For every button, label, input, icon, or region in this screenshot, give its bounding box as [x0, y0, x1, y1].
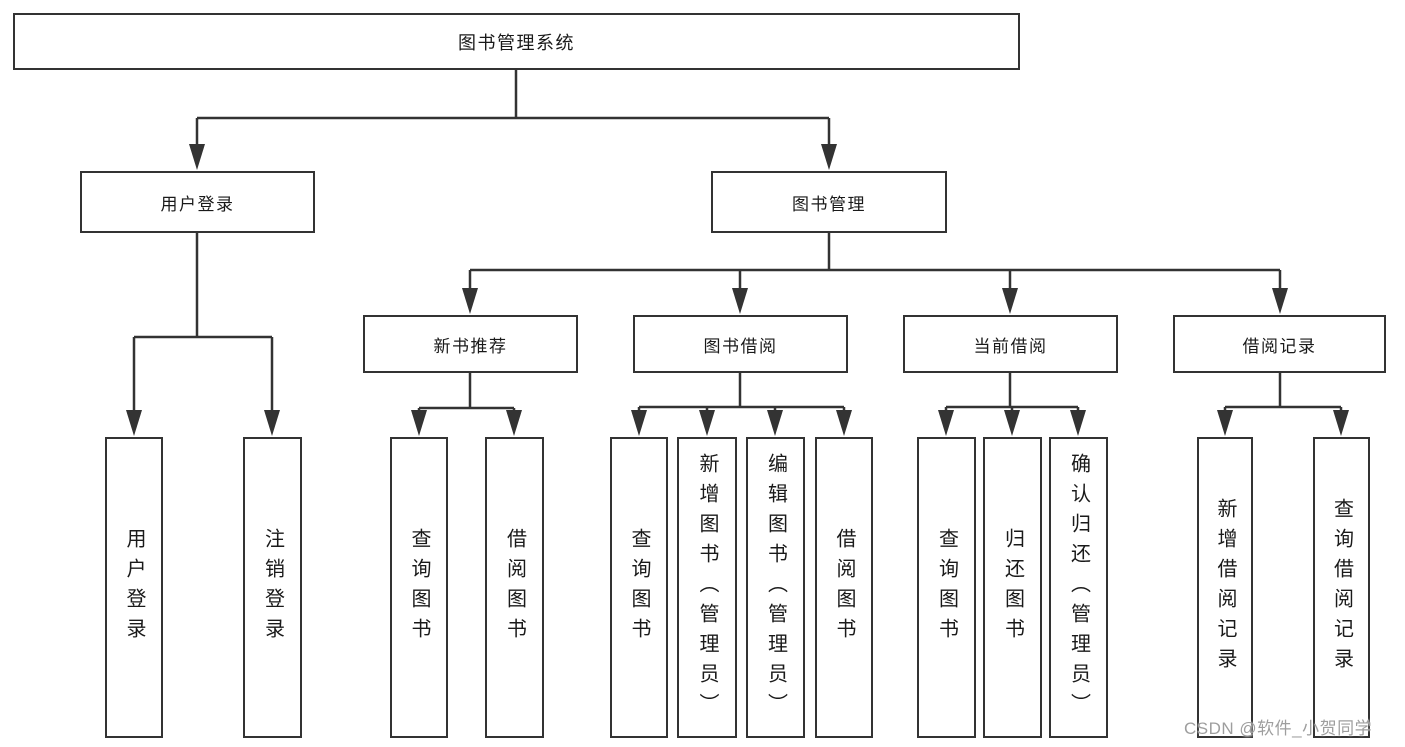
csdn-watermark: CSDN @软件_小贺同学	[1184, 719, 1373, 738]
node-current-borrowing: 当前借阅	[903, 315, 1118, 373]
leaf-query-books-current: 查询图书	[917, 437, 976, 738]
leaf-add-books-admin: 新增图书（管理员）	[677, 437, 737, 738]
leaf-borrow-books-recommendation: 借阅图书	[485, 437, 544, 738]
leaf-edit-books-admin: 编辑图书（管理员）	[746, 437, 805, 738]
leaf-confirm-return-admin: 确认归还（管理员）	[1049, 437, 1108, 738]
leaf-query-books-borrowing: 查询图书	[610, 437, 668, 738]
leaf-query-books-recommendation: 查询图书	[390, 437, 448, 738]
leaf-logout: 注销登录	[243, 437, 302, 738]
leaf-add-borrow-record: 新增借阅记录	[1197, 437, 1253, 738]
node-book-management: 图书管理	[711, 171, 947, 233]
node-user-login: 用户登录	[80, 171, 315, 233]
node-borrowing-records: 借阅记录	[1173, 315, 1386, 373]
node-new-book-recommendation: 新书推荐	[363, 315, 578, 373]
node-book-borrowing: 图书借阅	[633, 315, 848, 373]
leaf-borrow-books: 借阅图书	[815, 437, 873, 738]
connector-arrowheads	[126, 144, 1349, 436]
node-library-management-system: 图书管理系统	[13, 13, 1020, 70]
leaf-return-books: 归还图书	[983, 437, 1042, 738]
leaf-query-borrow-record: 查询借阅记录	[1313, 437, 1370, 738]
leaf-user-login: 用户登录	[105, 437, 163, 738]
connector-shafts	[132, 70, 1343, 416]
